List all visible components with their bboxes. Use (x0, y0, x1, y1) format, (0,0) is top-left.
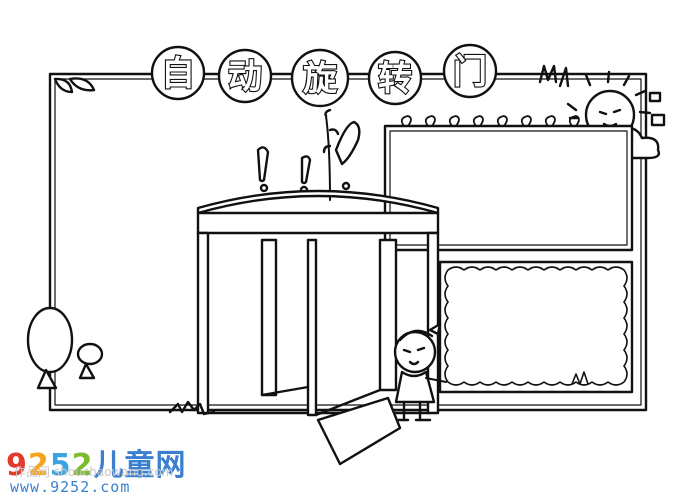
title-banner (150, 43, 498, 108)
title-char: 旋 (303, 59, 337, 99)
title-char: 门 (453, 52, 487, 92)
logo-digit: 5 (49, 448, 72, 483)
logo-text: 儿童网 (93, 448, 187, 483)
tree-icon (26, 306, 104, 390)
title-char: 动 (228, 57, 262, 97)
title-char: 转 (378, 59, 412, 99)
logo-digit: 9 (6, 448, 28, 483)
cloud-panel (438, 260, 634, 394)
revolving-door (168, 189, 440, 466)
title-char: 自 (161, 54, 195, 94)
site-url: www.9252.com (10, 478, 131, 496)
watermark-subtitle: 作品网 shouchaowang.com (14, 465, 174, 479)
logo-digit: 2 (71, 448, 94, 483)
site-logo: 9252儿童网 (6, 440, 187, 484)
notebook-panel (383, 115, 634, 252)
logo-digit: 2 (27, 448, 50, 483)
leaf-decoration-icon (53, 77, 96, 94)
exclamation-marks-icon (256, 108, 361, 201)
child-figure-icon (393, 322, 447, 422)
title-text: 自 动 旋 转 门 (160, 51, 488, 100)
grass-icon (538, 64, 570, 88)
